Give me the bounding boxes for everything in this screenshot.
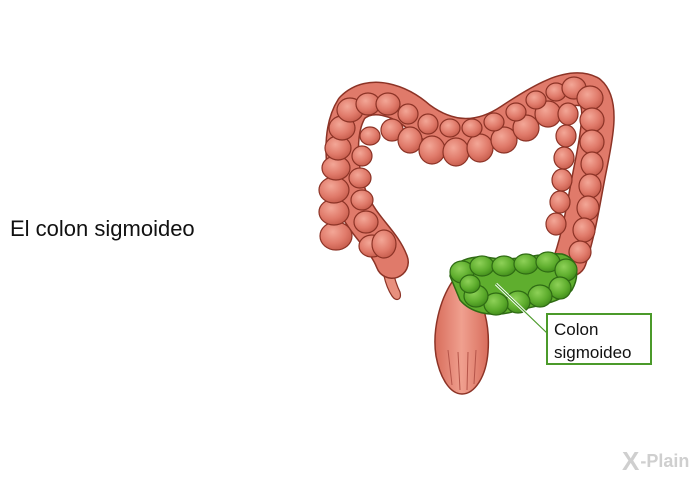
xplain-logo: X -Plain (622, 448, 689, 474)
callout-line-1: Colon (554, 320, 599, 339)
ascending-colon (318, 97, 397, 259)
callout-line-2: sigmoideo (554, 343, 632, 362)
transverse-colon (355, 76, 587, 167)
logo-x-mark: X (622, 446, 640, 476)
sigmoid-colon-label: Colon sigmoideo (546, 313, 652, 365)
descending-colon (545, 85, 605, 264)
page-title: El colon sigmoideo (10, 216, 195, 241)
sigmoid-colon (449, 251, 578, 316)
logo-text: -Plain (640, 450, 690, 471)
